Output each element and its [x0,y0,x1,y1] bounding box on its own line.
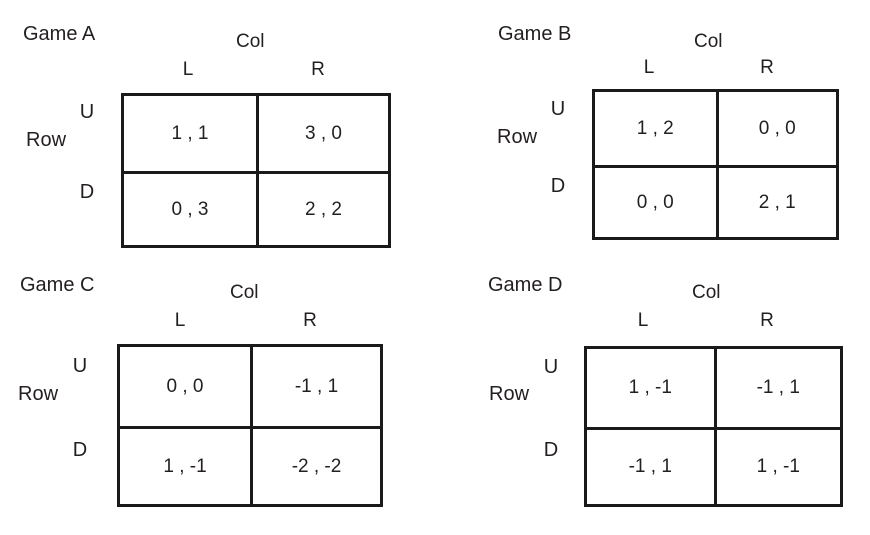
game-d-row-player-label: Row [489,383,530,405]
game-a-col-header-R: R [311,59,325,80]
game-b-cell-U-L: 1 , 2 [636,117,674,139]
game-b-title: Game B [498,23,572,45]
game-c-row-header-U: U [72,355,88,377]
game-b-col-header-R: R [760,57,774,78]
game-c-title: Game C [20,274,95,296]
game-d-row-header-U: U [543,356,559,378]
game-a-cell-U-R: 3 , 0 [256,96,388,171]
game-c-cell-U-R: -1 , 1 [250,347,380,426]
game-d-row-header-D: D [543,439,559,461]
game-c-col-player-label: Col [230,282,259,303]
game-c-row-player-label: Row [18,383,59,405]
game-d-col-header-R: R [760,310,774,331]
game-c-payoff-matrix: 0 , 0 -1 , 1 1 , -1 -2 , -2 [117,344,383,507]
game-a-cell-D-L: 0 , 3 [124,170,256,246]
game-b-row-player-label: Row [497,126,538,148]
game-b-cell-D-L: 0 , 0 [595,164,716,238]
game-d-col-player-label: Col [692,282,721,303]
game-c-cell-D-R: -2 , -2 [250,425,380,504]
game-a-row-player-label: Row [26,129,67,151]
game-d-title: Game D [488,274,563,296]
game-d-cell-U-R: -1 , 1 [713,349,841,427]
game-b-col-player-label: Col [694,31,723,52]
game-a-cell-D-R: 2 , 2 [256,170,388,245]
game-c-col-header-L: L [174,310,186,331]
game-b-payoff-matrix: 1 , 2 0 , 0 0 , 0 2 , 1 [592,89,839,240]
game-a-col-player-label: Col [236,31,265,52]
game-d-cell-D-R: 1 , -1 [713,426,840,504]
game-b-cell-U-R: 0 , 0 [715,92,837,165]
game-c-cell-D-L: 1 , -1 [120,425,250,505]
game-d-col-header-L: L [637,310,649,331]
game-d-cell-D-L: -1 , 1 [587,426,714,505]
game-a-row-header-U: U [79,101,95,123]
game-b-row-header-D: D [550,175,566,197]
game-a-row-header-D: D [79,181,95,203]
game-a-col-header-L: L [182,59,194,80]
game-a-title: Game A [23,23,96,45]
game-b-row-header-U: U [550,98,566,120]
game-c-col-header-R: R [303,310,317,331]
game-d-cell-U-L: 1 , -1 [628,377,672,399]
game-a-payoff-matrix: 1 , 1 3 , 0 0 , 3 2 , 2 [121,93,391,248]
game-c-row-header-D: D [72,439,88,461]
game-b-cell-D-R: 2 , 1 [715,164,836,237]
game-b-col-header-L: L [643,57,655,78]
game-a-cell-U-L: 1 , 1 [171,122,209,144]
game-c-cell-U-L: 0 , 0 [166,375,204,397]
game-d-payoff-matrix: 1 , -1 -1 , 1 -1 , 1 1 , -1 [584,346,843,507]
